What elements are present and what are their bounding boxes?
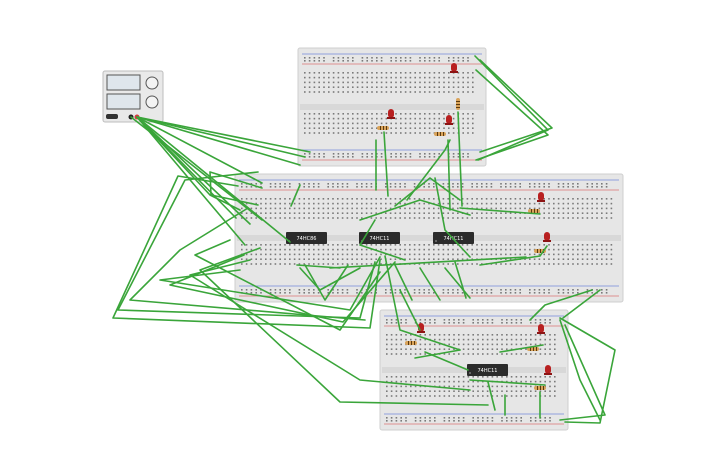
led-3[interactable] bbox=[445, 115, 453, 125]
led-8[interactable] bbox=[544, 365, 552, 375]
wire-1[interactable] bbox=[136, 116, 311, 153]
ic-chip-2[interactable]: 74HC11 bbox=[359, 232, 400, 244]
wire-55[interactable] bbox=[469, 379, 546, 386]
wire-39[interactable] bbox=[329, 256, 527, 269]
resistor-3[interactable] bbox=[434, 132, 446, 136]
resistor-2[interactable] bbox=[377, 126, 389, 130]
resistor-6[interactable] bbox=[405, 341, 417, 345]
current-display bbox=[106, 93, 141, 110]
wire-15[interactable] bbox=[117, 171, 376, 319]
wire-26[interactable] bbox=[419, 267, 441, 301]
wire-35[interactable] bbox=[383, 131, 389, 197]
wire-8[interactable] bbox=[130, 116, 263, 221]
wire-51[interactable] bbox=[499, 344, 544, 353]
chip-label: 74HC11 bbox=[478, 368, 498, 374]
resistor-1[interactable] bbox=[456, 98, 460, 110]
wire-43[interactable] bbox=[399, 289, 421, 331]
ic-chip-4[interactable]: 74HC11 bbox=[467, 364, 508, 376]
led-2[interactable] bbox=[387, 109, 395, 119]
wire-24[interactable] bbox=[299, 267, 361, 291]
ic-chip-1[interactable]: 74HC86 bbox=[286, 232, 327, 244]
wire-48[interactable] bbox=[559, 324, 606, 421]
wire-7[interactable] bbox=[136, 116, 246, 246]
wire-23[interactable] bbox=[304, 264, 349, 301]
resistor-8[interactable] bbox=[534, 386, 546, 390]
wire-21[interactable] bbox=[194, 239, 381, 331]
chip-label: 74HC86 bbox=[297, 236, 317, 242]
wire-38[interactable] bbox=[290, 184, 301, 207]
voltage-display bbox=[106, 74, 141, 91]
wire-44[interactable] bbox=[562, 289, 601, 319]
led-5[interactable] bbox=[543, 232, 551, 242]
wire-22[interactable] bbox=[129, 207, 366, 321]
power-switch[interactable] bbox=[106, 114, 118, 119]
breadboard-middle[interactable] bbox=[234, 173, 624, 303]
wire-2[interactable] bbox=[136, 116, 263, 184]
wire-20[interactable] bbox=[199, 247, 489, 406]
wire-37[interactable] bbox=[457, 111, 463, 207]
resistor-7[interactable] bbox=[527, 347, 539, 351]
current-knob[interactable] bbox=[145, 95, 159, 109]
ic-chip-3[interactable]: 74HC11 bbox=[433, 232, 474, 244]
wire-41[interactable] bbox=[359, 199, 471, 221]
led-1[interactable] bbox=[450, 63, 458, 73]
wire-53[interactable] bbox=[487, 381, 496, 411]
wire-27[interactable] bbox=[444, 267, 471, 299]
resistor-4[interactable] bbox=[528, 209, 540, 213]
led-7[interactable] bbox=[537, 324, 545, 334]
voltage-knob[interactable] bbox=[145, 76, 159, 90]
wire-36[interactable] bbox=[447, 139, 451, 211]
wire-18[interactable] bbox=[159, 256, 381, 311]
wire-4[interactable] bbox=[136, 116, 306, 158]
wire-12[interactable] bbox=[479, 59, 553, 153]
wire-9[interactable] bbox=[136, 116, 291, 243]
wire-32[interactable] bbox=[434, 177, 471, 258]
wire-10[interactable] bbox=[136, 116, 237, 219]
wire-28[interactable] bbox=[454, 261, 467, 299]
wire-13[interactable] bbox=[475, 69, 549, 161]
chip-label: 74HC11 bbox=[370, 236, 390, 242]
wire-25[interactable] bbox=[394, 264, 413, 301]
power-supply[interactable] bbox=[102, 70, 164, 123]
wire-42[interactable] bbox=[384, 255, 461, 351]
wire-30[interactable] bbox=[359, 219, 406, 261]
wire-46[interactable] bbox=[479, 245, 548, 266]
wire-45[interactable] bbox=[529, 289, 593, 321]
wire-56[interactable] bbox=[414, 349, 461, 359]
wire-40[interactable] bbox=[459, 207, 541, 215]
wire-5[interactable] bbox=[136, 116, 301, 166]
wire-16[interactable] bbox=[209, 171, 263, 206]
wire-49[interactable] bbox=[559, 319, 601, 421]
wire-47[interactable] bbox=[559, 317, 616, 424]
led-4[interactable] bbox=[537, 192, 545, 202]
wire-6[interactable] bbox=[136, 116, 241, 211]
